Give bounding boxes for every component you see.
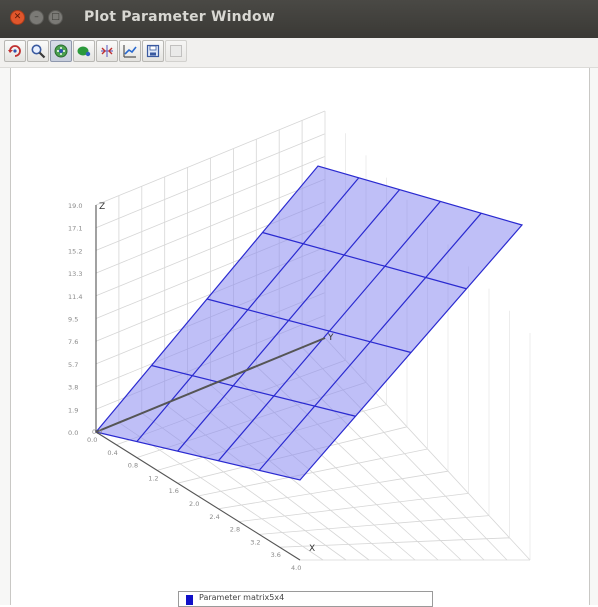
data-cursor-icon xyxy=(123,45,137,58)
window-frame-left xyxy=(0,68,11,605)
maximize-window-button[interactable]: □ xyxy=(48,10,63,25)
window-titlebar[interactable]: ✕ – □ Plot Parameter Window xyxy=(0,0,598,38)
x-tick-label: 3.6 xyxy=(271,551,281,559)
reset-view-icon xyxy=(101,45,113,57)
y-axis-line xyxy=(95,337,326,433)
z-tick-label: 5.7 xyxy=(68,361,78,369)
pan-icon xyxy=(54,44,68,58)
grid-line xyxy=(238,493,469,522)
x-tick-label: 2.4 xyxy=(209,513,219,521)
x-axis-line xyxy=(95,431,301,561)
window-frame-right xyxy=(589,68,598,605)
disabled-tool-button[interactable] xyxy=(165,40,187,62)
disabled-tool-icon xyxy=(170,45,182,57)
legend-swatch xyxy=(186,595,193,605)
close-icon: ✕ xyxy=(13,12,22,22)
z-tick-label: 19.0 xyxy=(68,202,82,210)
export-icon xyxy=(146,44,160,58)
surface-mesh-line xyxy=(206,298,412,354)
x-tick-label: 2.8 xyxy=(230,526,240,534)
x-tick-label: 1.2 xyxy=(148,474,158,482)
pan-tool-button[interactable] xyxy=(50,40,72,62)
x-axis-label: X xyxy=(309,544,315,554)
z-tick-label: 13.3 xyxy=(68,270,82,278)
surface-patch xyxy=(94,165,524,481)
z-tick-label: 3.8 xyxy=(68,384,78,392)
grid-line xyxy=(218,470,449,510)
data-cursor-tool-button[interactable] xyxy=(119,40,141,62)
plot-toolbar xyxy=(0,38,598,68)
grid-line xyxy=(95,156,326,251)
zoom-tool-button[interactable] xyxy=(27,40,49,62)
z-tick-label: 17.1 xyxy=(68,225,82,233)
x-tick-label: 0.0 xyxy=(87,436,97,444)
y-tick-label: 0.0 xyxy=(92,428,102,436)
legend-label: Parameter matrix5x4 xyxy=(199,593,285,602)
plot-axes: Z X Y xyxy=(95,202,334,561)
surface-mesh-line xyxy=(151,364,356,417)
x-tick-label: 3.2 xyxy=(250,538,260,546)
x-tick-label: 0.4 xyxy=(107,449,117,457)
rotate-icon xyxy=(8,45,21,57)
grid-line xyxy=(279,537,510,548)
parameter-surface[interactable] xyxy=(94,165,524,481)
z-axis-label: Z xyxy=(99,202,105,212)
z-tick-label: 15.2 xyxy=(68,247,82,255)
y-axis-label: Y xyxy=(327,333,334,343)
color-icon xyxy=(77,46,91,57)
rotate-tool-button[interactable] xyxy=(4,40,26,62)
z-tick-label: 11.4 xyxy=(68,293,82,301)
grid-line xyxy=(95,110,326,206)
reset-view-tool-button[interactable] xyxy=(96,40,118,62)
z-tick-label: 7.6 xyxy=(68,338,78,346)
surface-plot-canvas[interactable]: Z X Y 0.0 1.9 3.8 5.7 7.6 9.5 11.4 13.3 15.2 17.1 19… xyxy=(11,68,589,591)
x-tick-label: 0.8 xyxy=(128,462,138,470)
grid-line xyxy=(95,133,326,229)
z-tick-label: 9.5 xyxy=(68,316,78,324)
x-tick-label: 4.0 xyxy=(291,564,301,572)
z-tick-label: 0.0 xyxy=(68,429,78,437)
x-tick-label: 1.6 xyxy=(169,487,179,495)
grid-line xyxy=(259,515,490,535)
surface-mesh-line xyxy=(262,231,467,290)
minimize-icon: – xyxy=(34,12,39,22)
zoom-icon xyxy=(31,44,46,59)
minimize-window-button[interactable]: – xyxy=(29,10,44,25)
export-tool-button[interactable] xyxy=(142,40,164,62)
x-tick-label: 2.0 xyxy=(189,500,199,508)
window-title: Plot Parameter Window xyxy=(84,9,275,25)
plot-tick-labels: 0.0 1.9 3.8 5.7 7.6 9.5 11.4 13.3 15.2 17.1 19.0 0.… xyxy=(68,202,301,572)
close-window-button[interactable]: ✕ xyxy=(10,10,25,25)
grid-line xyxy=(95,178,326,274)
color-tool-button[interactable] xyxy=(73,40,95,62)
maximize-icon: □ xyxy=(51,12,60,22)
z-tick-label: 1.9 xyxy=(68,406,78,414)
